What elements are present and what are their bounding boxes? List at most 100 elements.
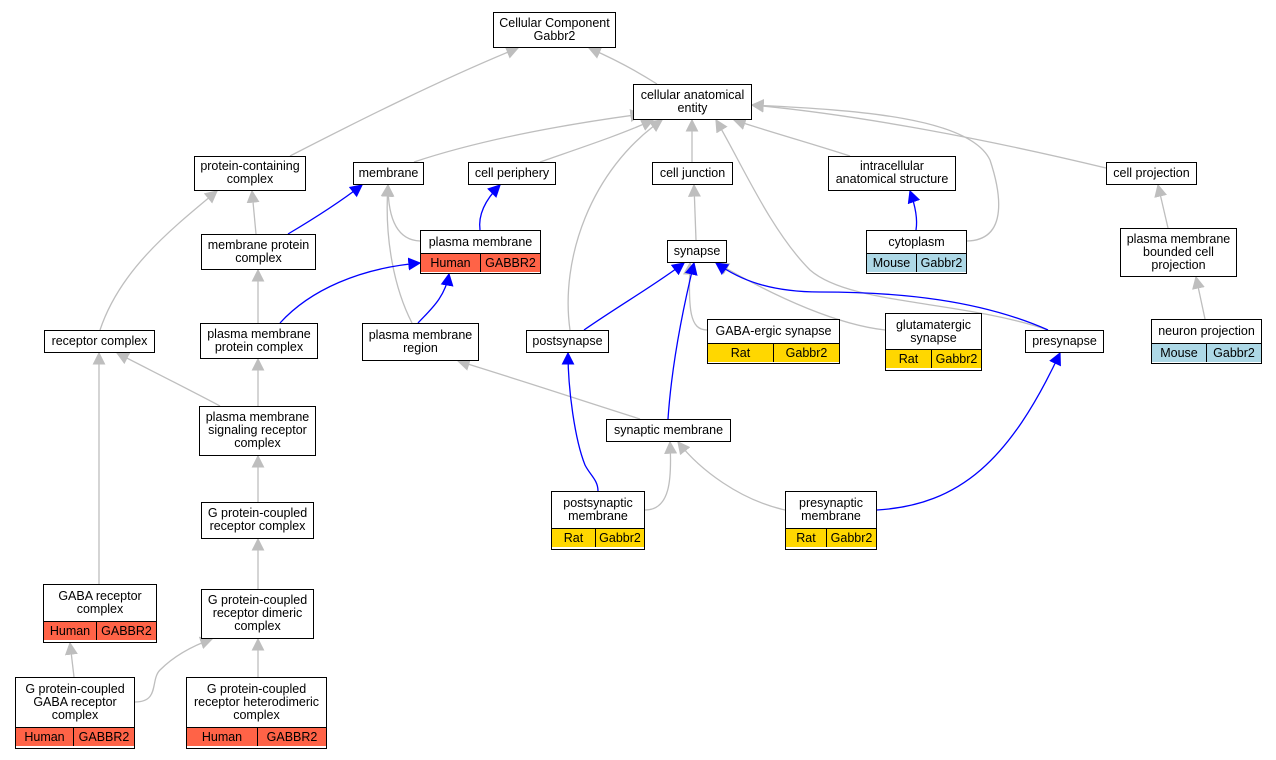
edge-neuronproj-to-pmbcp <box>1192 275 1206 320</box>
gene-cell: GABBR2 <box>73 728 134 746</box>
edge-pmsrc-to-receptor <box>115 352 221 407</box>
node-neuron-projection[interactable]: neuron projection Mouse Gabbr2 <box>1151 319 1262 364</box>
node-cell-projection[interactable]: cell projection <box>1106 162 1197 185</box>
node-plasma-membrane[interactable]: plasma membrane Human GABBR2 <box>420 230 541 274</box>
node-plasma-membrane-region[interactable]: plasma membrane region <box>362 323 479 361</box>
edge-pm-to-periphery-blue <box>479 184 501 231</box>
node-label: cytoplasm <box>888 234 945 249</box>
gene-cell: Gabbr2 <box>773 344 839 362</box>
node-intracellular-anatomical-structure[interactable]: intracellular anatomical structure <box>828 156 956 191</box>
annotation-row: Rat Gabbr2 <box>708 343 839 362</box>
edge-gpcrgaba-to-gpcrdimeric <box>134 636 214 703</box>
node-gaba-receptor-complex[interactable]: GABA receptor complex Human GABBR2 <box>43 584 157 643</box>
node-presynapse[interactable]: presynapse <box>1025 330 1104 353</box>
node-label: membrane <box>358 165 419 180</box>
node-plasma-membrane-bounded-cell-projection[interactable]: plasma membrane bounded cell projection <box>1120 228 1237 277</box>
species-cell: Human <box>201 730 243 744</box>
node-protein-containing-complex[interactable]: protein-containing complex <box>194 156 306 191</box>
species-cell: Human <box>430 256 471 270</box>
annotation-row: Rat Gabbr2 <box>886 349 981 368</box>
node-membrane[interactable]: membrane <box>353 162 424 185</box>
node-label: plasma membrane protein complex <box>207 326 311 354</box>
node-plasma-membrane-signaling-receptor-complex[interactable]: plasma membrane signaling receptor compl… <box>199 406 316 456</box>
species-cell: Human <box>49 624 91 638</box>
annotation-row: Human GABBR2 <box>16 727 134 746</box>
edge-cae-to-root <box>587 46 658 85</box>
node-cell-periphery[interactable]: cell periphery <box>468 162 556 185</box>
node-synapse[interactable]: synapse <box>667 240 727 263</box>
species-cell: Mouse <box>872 256 911 270</box>
edge-synmem-to-synapse-blue <box>667 261 698 420</box>
gene-cell: GABBR2 <box>257 728 326 746</box>
node-label: G protein-coupled receptor complex <box>207 506 308 533</box>
node-label: cell projection <box>1113 165 1190 180</box>
node-receptor-complex[interactable]: receptor complex <box>44 330 155 353</box>
node-label: cellular anatomical entity <box>640 87 745 115</box>
gene-cell: Gabbr2 <box>826 529 876 547</box>
node-label: protein-containing complex <box>200 159 300 186</box>
edge-presynmem-to-synmem <box>677 440 786 511</box>
edge-gaba-synapse-to-synapse <box>683 261 708 331</box>
node-label: plasma membrane bounded cell projection <box>1126 231 1231 272</box>
annotation-row: Mouse Gabbr2 <box>1152 343 1261 362</box>
edge-mpc-to-pcc <box>246 189 260 235</box>
node-g-protein-coupled-gaba-receptor-complex[interactable]: G protein-coupled GABA receptor complex … <box>15 677 135 749</box>
node-g-protein-coupled-receptor-heterodimeric-complex[interactable]: G protein-coupled receptor heterodimeric… <box>186 677 327 749</box>
edge-glutamatergic-to-synapse <box>715 262 886 331</box>
node-label: plasma membrane <box>428 234 533 249</box>
node-label: cell junction <box>659 165 726 180</box>
node-synaptic-membrane[interactable]: synaptic membrane <box>606 419 731 442</box>
species-cell: Human <box>24 730 65 744</box>
edge-presynapse-to-synapse-blue <box>714 262 1049 331</box>
node-cell-junction[interactable]: cell junction <box>652 162 733 185</box>
node-presynaptic-membrane[interactable]: presynaptic membrane Rat Gabbr2 <box>785 491 877 550</box>
edge-mpc-to-membrane-blue <box>287 184 364 235</box>
node-label: GABA receptor complex <box>58 589 142 616</box>
node-label: neuron projection <box>1158 324 1255 338</box>
edge-receptor-to-pcc <box>99 190 219 331</box>
node-cellular-anatomical-entity[interactable]: cellular anatomical entity <box>633 84 752 120</box>
species-cell: Rat <box>563 531 584 545</box>
node-gaba-ergic-synapse[interactable]: GABA-ergic synapse Rat Gabbr2 <box>707 319 840 364</box>
node-label: intracellular anatomical structure <box>835 159 949 186</box>
edge-pmr-to-pm-blue <box>417 272 454 324</box>
node-glutamatergic-synapse[interactable]: glutamatergic synapse Rat Gabbr2 <box>885 313 982 371</box>
edge-postsynmem-to-synmem <box>644 440 678 511</box>
edge-pm-to-membrane <box>381 183 421 242</box>
annotation-row: Rat Gabbr2 <box>786 528 876 547</box>
gene-cell: GABBR2 <box>96 622 156 640</box>
node-label: GABA-ergic synapse <box>715 324 832 338</box>
edge-pmbcp-to-cellproj <box>1154 183 1169 229</box>
annotation-row: Human GABBR2 <box>421 253 540 272</box>
node-postsynapse[interactable]: postsynapse <box>526 330 609 353</box>
node-label: presynapse <box>1032 333 1097 348</box>
node-label: synapse <box>673 243 721 258</box>
edge-postsynmem-to-postsynapse-blue <box>561 351 599 492</box>
species-cell: Mouse <box>1160 346 1198 360</box>
edge-pmr-to-membrane <box>380 183 413 324</box>
node-label: cell periphery <box>474 165 550 180</box>
gene-cell: Gabbr2 <box>1206 344 1261 362</box>
node-postsynaptic-membrane[interactable]: postsynaptic membrane Rat Gabbr2 <box>551 491 645 550</box>
node-label: G protein-coupled receptor dimeric compl… <box>207 593 308 633</box>
edge-presynapse-to-cae <box>715 118 1049 331</box>
node-g-protein-coupled-receptor-dimeric-complex[interactable]: G protein-coupled receptor dimeric compl… <box>201 589 314 639</box>
annotation-row: Mouse Gabbr2 <box>867 253 966 272</box>
node-label: membrane protein complex <box>207 237 310 265</box>
node-cytoplasm[interactable]: cytoplasm Mouse Gabbr2 <box>866 230 967 274</box>
gene-cell: Gabbr2 <box>931 350 981 368</box>
gene-cell: Gabbr2 <box>595 529 644 547</box>
node-g-protein-coupled-receptor-complex[interactable]: G protein-coupled receptor complex <box>201 502 314 539</box>
gene-cell: GABBR2 <box>480 254 540 272</box>
species-cell: Rat <box>730 346 751 360</box>
edge-ias-to-cae <box>732 117 851 157</box>
node-label: G protein-coupled GABA receptor complex <box>25 682 125 722</box>
species-cell: Rat <box>796 531 816 545</box>
edge-pmpc-to-pm-blue <box>279 257 422 324</box>
node-membrane-protein-complex[interactable]: membrane protein complex <box>201 234 316 270</box>
node-cellular-component-gabbr2[interactable]: Cellular Component Gabbr2 <box>493 12 616 48</box>
species-cell: Rat <box>898 352 919 366</box>
edge-pcc-to-root <box>289 46 520 157</box>
node-plasma-membrane-protein-complex[interactable]: plasma membrane protein complex <box>200 323 318 359</box>
